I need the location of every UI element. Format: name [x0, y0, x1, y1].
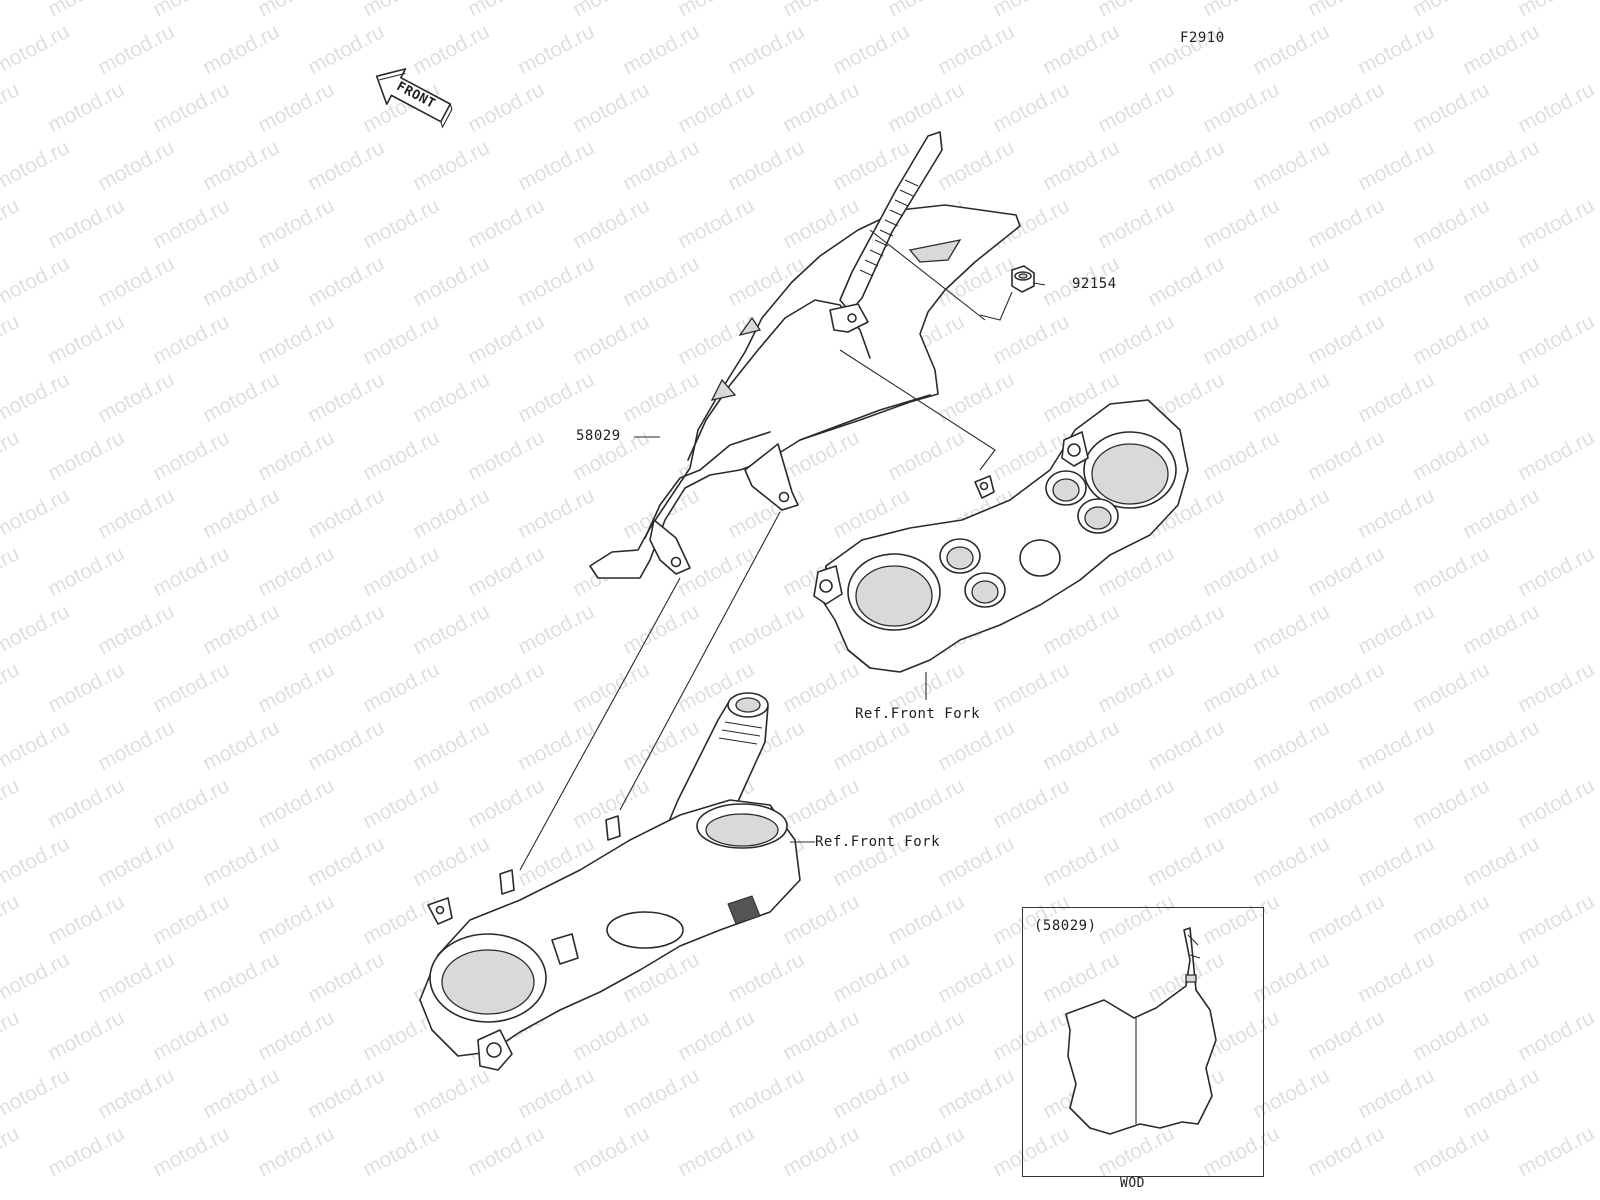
- leader-lines: [519, 229, 1046, 871]
- inset-title: (58029): [1034, 918, 1097, 934]
- lower-triple-clamp-stem: [419, 692, 801, 1071]
- callout-ref-front-fork-upper[interactable]: Ref.Front Fork: [855, 706, 981, 722]
- inset-caption: WOD: [1120, 1176, 1145, 1191]
- front-arrow-icon: [375, 68, 453, 129]
- diagram-code: F2910: [1180, 30, 1225, 46]
- callout-92154[interactable]: 92154: [1072, 276, 1117, 292]
- callout-58029[interactable]: 58029: [576, 428, 621, 444]
- inset-number-plate-wod: [1065, 927, 1217, 1135]
- upper-triple-clamp: [813, 399, 1189, 673]
- number-plate-58029[interactable]: [589, 131, 1021, 579]
- nut-92154[interactable]: [1011, 265, 1035, 293]
- callout-ref-front-fork-lower[interactable]: Ref.Front Fork: [815, 834, 941, 850]
- inset-box: [1022, 907, 1264, 1177]
